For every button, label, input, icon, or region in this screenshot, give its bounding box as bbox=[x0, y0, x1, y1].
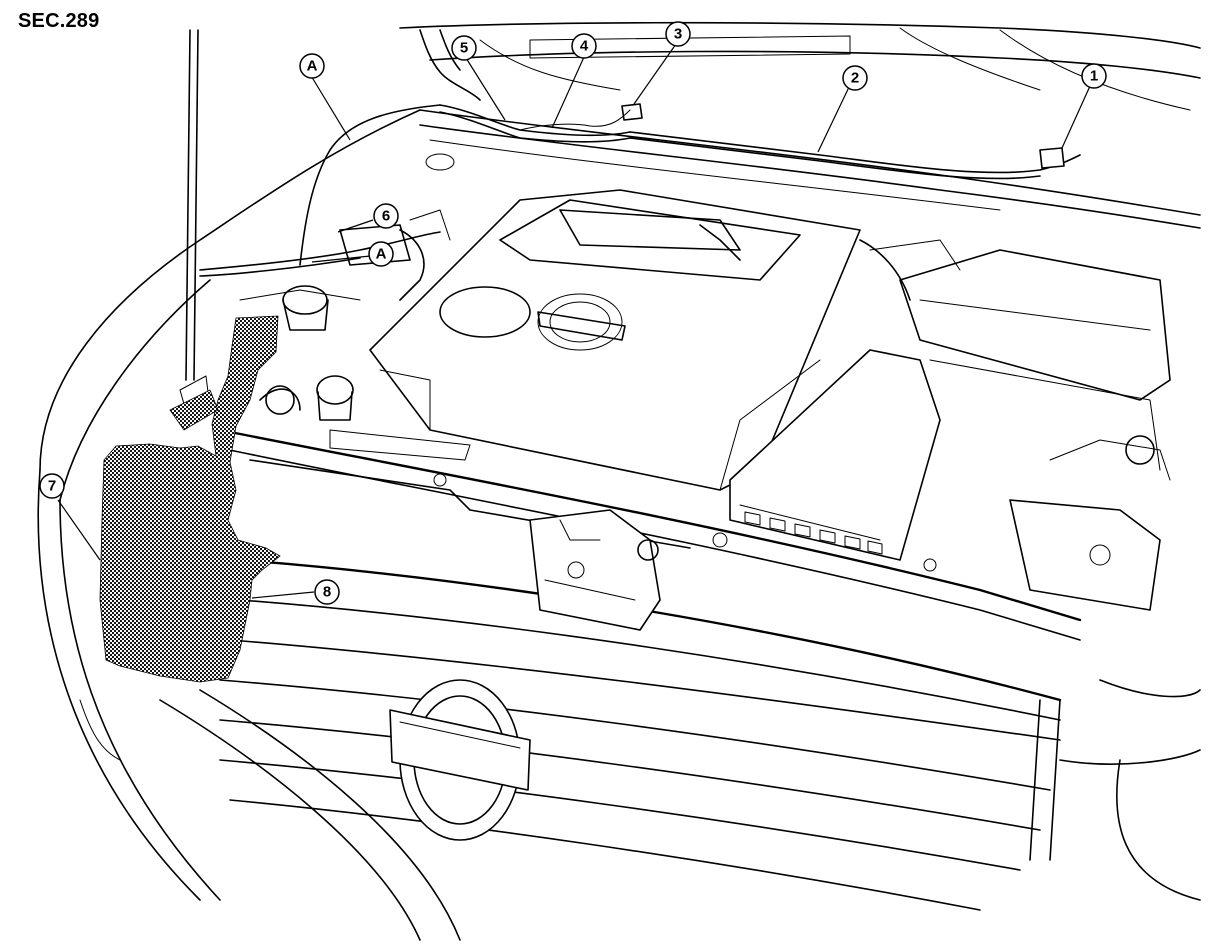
hood-latch bbox=[529, 509, 661, 631]
callout-label: 5 bbox=[460, 40, 468, 57]
callout-label: 3 bbox=[674, 26, 682, 43]
battery bbox=[1009, 435, 1171, 611]
wiring-harness bbox=[199, 103, 1081, 277]
callout-circle bbox=[368, 241, 394, 267]
fuse-relay-box bbox=[729, 349, 941, 561]
engine-cover bbox=[369, 189, 861, 491]
left-side-components bbox=[239, 153, 455, 421]
callout-circle bbox=[299, 53, 325, 79]
callout-label: 2 bbox=[851, 70, 859, 87]
vehicle-body bbox=[37, 109, 1201, 901]
callout-2: 2 bbox=[842, 65, 868, 91]
front-grille bbox=[159, 558, 1062, 941]
grille-emblem bbox=[389, 679, 531, 841]
callout-circle bbox=[665, 21, 691, 47]
callout-label: 8 bbox=[323, 584, 331, 601]
callout-label: A bbox=[307, 58, 318, 75]
shaded-component-area bbox=[99, 315, 281, 683]
callout-circle bbox=[842, 65, 868, 91]
callout-8: 8 bbox=[314, 579, 340, 605]
callout-6: 6 bbox=[373, 203, 399, 229]
callout-label: 4 bbox=[580, 38, 589, 55]
hood bbox=[399, 21, 1201, 111]
callout-5: 5 bbox=[451, 35, 477, 61]
callout-4: 4 bbox=[571, 33, 597, 59]
callout-3: 3 bbox=[665, 21, 691, 47]
callout-label: 6 bbox=[382, 208, 390, 225]
callout-7: 7 bbox=[39, 473, 65, 499]
callout-circle bbox=[1081, 63, 1107, 89]
callout-label: A bbox=[376, 246, 387, 263]
section-code: SEC.289 bbox=[18, 10, 100, 32]
callout-circle bbox=[314, 579, 340, 605]
callout-label: 1 bbox=[1090, 68, 1098, 85]
leader-lines bbox=[57, 43, 1091, 599]
callout-1: 1 bbox=[1081, 63, 1107, 89]
callout-circle bbox=[571, 33, 597, 59]
callout-circle bbox=[451, 35, 477, 61]
callout-a-mid: A bbox=[368, 241, 394, 267]
hood-prop-rod bbox=[179, 29, 209, 405]
callout-label: 7 bbox=[48, 478, 56, 495]
callout-circle bbox=[39, 473, 65, 499]
air-cleaner bbox=[859, 239, 1171, 471]
callout-circle bbox=[373, 203, 399, 229]
callout-a-top: A bbox=[299, 53, 325, 79]
